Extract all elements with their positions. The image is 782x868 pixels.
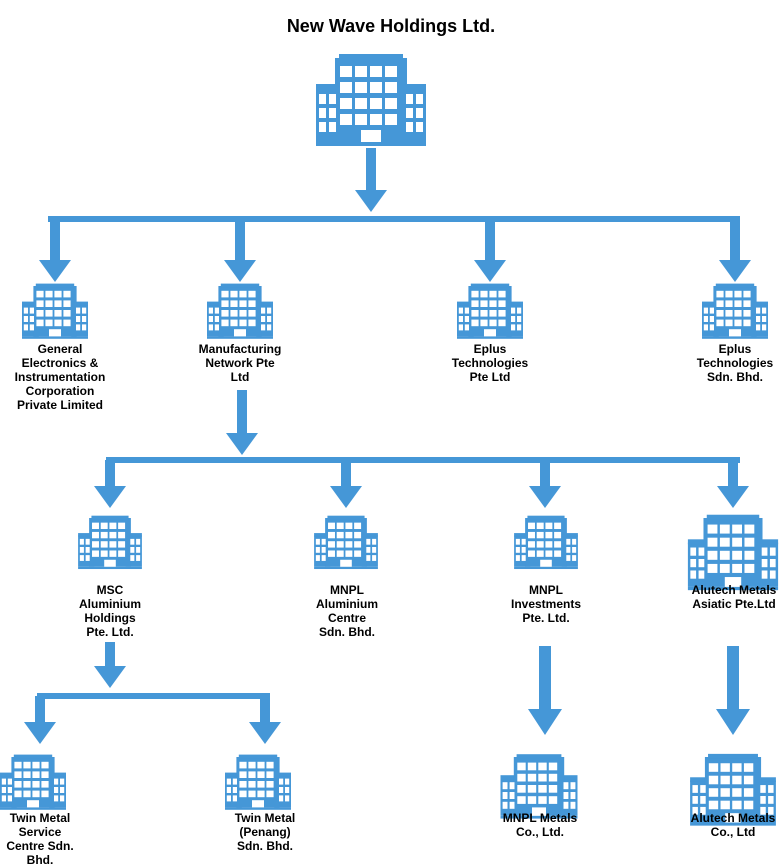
arrow-twin-service <box>24 696 56 744</box>
chart-title: New Wave Holdings Ltd. <box>286 16 496 36</box>
arrow-msc-to-level3 <box>94 642 126 688</box>
building-icon-gei <box>21 283 88 339</box>
building-icon-mnpl-investments <box>514 515 578 570</box>
building-icon-alutech-asiatic <box>687 514 779 591</box>
arrow-eplus-pte <box>474 219 506 282</box>
arrow-alutech-co <box>716 646 750 735</box>
root-building-icon <box>316 54 426 146</box>
node-label-mnpl-metals: MNPL Metals Co., Ltd. <box>502 811 578 839</box>
building-icon-msc <box>78 515 142 570</box>
node-label-msc: MSC Aluminium Holdings Pte. Ltd. <box>79 583 141 639</box>
arrow-twin-penang <box>249 696 281 744</box>
arrow-msc <box>94 460 126 508</box>
arrow-eplus-sdn <box>719 219 751 282</box>
node-label-eplus-sdn: Eplus Technologies Sdn. Bhd. <box>696 342 774 384</box>
building-icon-mnpl-aluminium <box>314 515 378 570</box>
arrow-manufacturing-to-level2 <box>226 390 258 455</box>
node-label-eplus-pte: Eplus Technologies Pte Ltd <box>451 342 529 384</box>
level1-connector <box>48 216 740 222</box>
building-icon-twin-penang <box>225 754 291 810</box>
arrow-mnpl-metals <box>528 646 562 735</box>
building-icon-alutech-co <box>690 753 776 826</box>
level2-connector <box>106 457 740 463</box>
node-label-mnpl-aluminium: MNPL Aluminium Centre Sdn. Bhd. <box>316 583 378 639</box>
node-label-twin-penang: Twin Metal (Penang) Sdn. Bhd. <box>234 811 296 853</box>
node-label-alutech-asiatic: Alutech Metals Asiatic Pte.Ltd <box>691 583 777 611</box>
arrow-manufacturing-network <box>224 219 256 282</box>
node-label-gei: General Electronics & Instrumentation Co… <box>14 342 106 412</box>
node-label-alutech-co: Alutech Metals Co., Ltd <box>690 811 776 839</box>
arrow-gei <box>39 219 71 282</box>
building-icon-eplus-sdn <box>702 283 768 339</box>
node-label-mnpl-investments: MNPL Investments Pte. Ltd. <box>510 583 582 625</box>
arrow-mnpl-investments <box>529 460 561 508</box>
arrow-alutech-asiatic <box>717 460 749 508</box>
node-label-manufacturing-network: Manufacturing Network Pte Ltd <box>198 342 282 384</box>
node-label-twin-service: Twin Metal Service Centre Sdn. Bhd. <box>6 811 74 867</box>
building-icon-mnpl-metals <box>500 754 578 819</box>
building-icon-twin-service <box>0 754 66 810</box>
root-arrow <box>355 148 387 212</box>
building-icon-eplus-pte <box>457 283 523 339</box>
level3-connector <box>37 693 270 699</box>
arrow-mnpl-aluminium <box>330 460 362 508</box>
building-icon-manufacturing-network <box>207 283 273 339</box>
